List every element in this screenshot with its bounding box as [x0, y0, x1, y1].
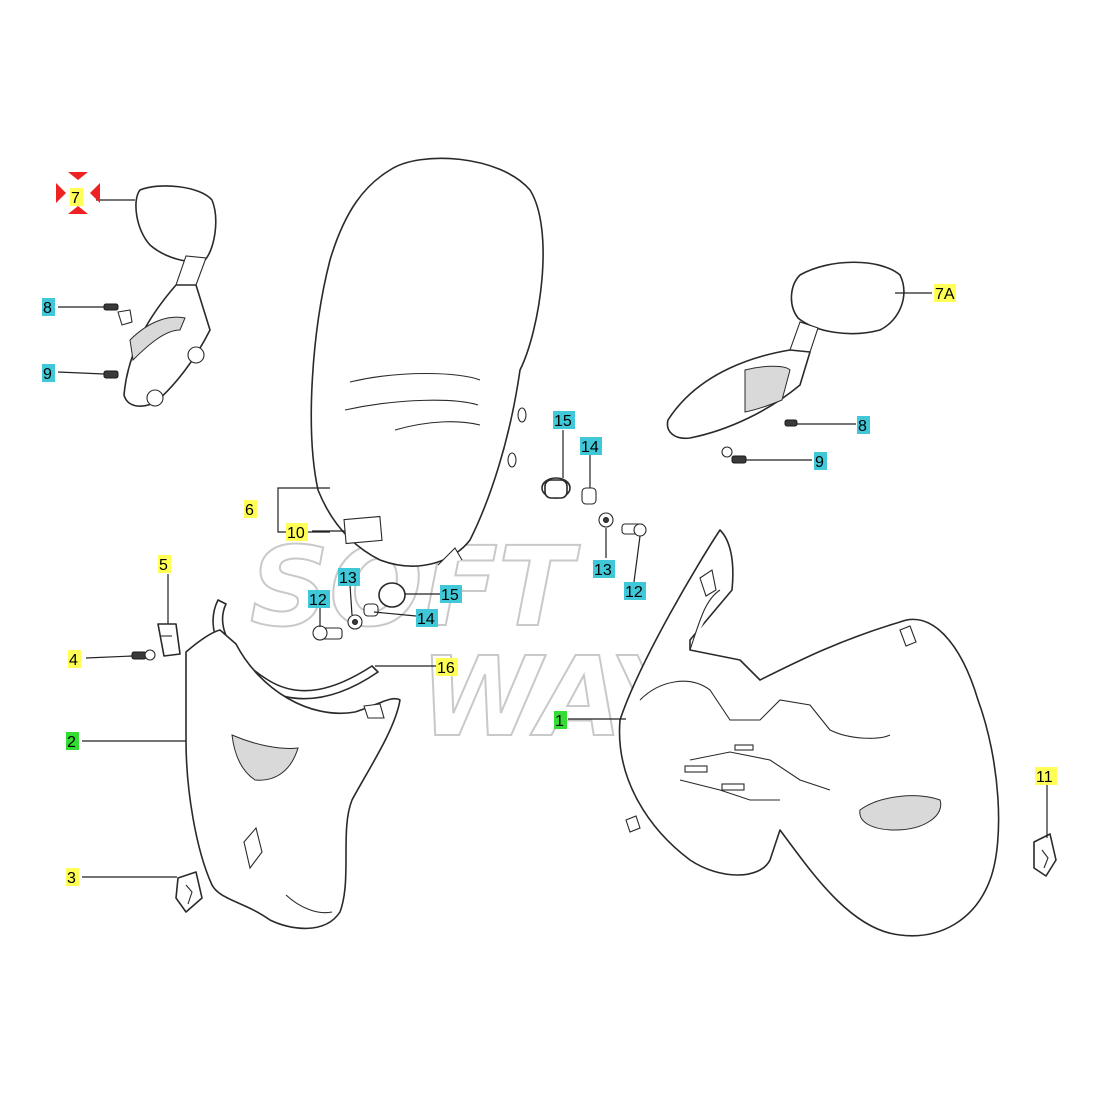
callout-background	[66, 732, 79, 750]
callout-number: 5	[159, 557, 168, 574]
callout-background	[42, 364, 55, 382]
callout-number: 14	[581, 439, 599, 456]
callout-background	[70, 188, 83, 206]
callout-9-right: 9	[814, 452, 827, 471]
callout-background	[1035, 767, 1057, 785]
callout-background	[580, 437, 602, 455]
callout-number: 10	[287, 525, 305, 542]
callout-12-left: 12	[308, 590, 330, 609]
callout-background	[440, 585, 462, 603]
callout-15-mid: 15	[440, 585, 462, 604]
emblem-3	[175, 871, 203, 913]
callout-background	[857, 416, 870, 434]
callout-number: 16	[437, 660, 455, 677]
callout-background	[554, 711, 567, 729]
callout-1: 1	[554, 711, 567, 730]
callout-background	[338, 568, 360, 586]
callout-8-right: 8	[857, 416, 870, 435]
callout-15-top: 15	[553, 411, 575, 430]
callout-background	[416, 609, 438, 627]
callout-12-right: 12	[624, 582, 646, 601]
callout-number: 2	[67, 734, 76, 751]
callout-background	[42, 298, 55, 316]
callout-14-top: 14	[580, 437, 602, 456]
callout-10: 10	[286, 523, 308, 542]
marker-arrow-top	[68, 172, 88, 180]
label-sticker	[343, 515, 383, 545]
callout-number: 7A	[935, 286, 955, 303]
callout-background	[68, 650, 81, 668]
front-fairing	[185, 629, 401, 930]
callout-number: 8	[43, 300, 52, 317]
callout-2: 2	[66, 732, 79, 751]
callout-background	[624, 582, 646, 600]
inner-body	[618, 529, 1000, 937]
callout-13-left: 13	[338, 568, 360, 587]
callout-background	[158, 555, 171, 573]
right-mirror-screws	[721, 419, 798, 464]
top-hardware	[541, 477, 647, 537]
callout-background	[436, 658, 458, 676]
callout-number: 9	[43, 366, 52, 383]
left-mirror	[123, 185, 217, 407]
selection-marker	[56, 172, 100, 214]
mid-hardware	[312, 582, 406, 641]
callout-16: 16	[436, 658, 458, 677]
callout-13-right: 13	[593, 560, 615, 579]
callout-background	[308, 590, 330, 608]
callout-number: 1	[555, 713, 564, 730]
callout-background	[814, 452, 827, 470]
callout-9-left: 9	[42, 364, 55, 383]
callout-background	[244, 500, 257, 518]
callout-11: 11	[1035, 767, 1057, 786]
callout-7a: 7A	[934, 284, 956, 303]
bracket-5	[131, 623, 181, 661]
callout-number: 9	[815, 454, 824, 471]
marker-arrow-bottom	[68, 206, 88, 214]
callout-number: 11	[1036, 769, 1053, 786]
callout-7: 7	[70, 188, 83, 207]
marker-arrow-left	[56, 183, 66, 203]
callout-4: 4	[68, 650, 81, 669]
callout-number: 8	[858, 418, 867, 435]
left-mirror-screws	[103, 303, 133, 379]
emblem-11	[1033, 833, 1057, 877]
callout-6: 6	[244, 500, 257, 519]
callout-number: 15	[554, 413, 572, 430]
callout-number: 14	[417, 611, 435, 628]
callout-14-mid: 14	[416, 609, 438, 628]
callout-3: 3	[66, 868, 79, 887]
callout-number: 7	[71, 190, 80, 207]
callout-number: 4	[69, 652, 78, 669]
callout-background	[66, 868, 79, 886]
windshield	[310, 157, 544, 567]
callout-number: 12	[625, 584, 643, 601]
callout-background	[286, 523, 308, 541]
callout-number: 13	[339, 570, 357, 587]
callout-5: 5	[158, 555, 171, 574]
callout-background	[593, 560, 615, 578]
leader-lines	[57, 199, 1048, 878]
callout-8-left: 8	[42, 298, 55, 317]
callout-number: 6	[245, 502, 254, 519]
callout-number: 3	[67, 870, 76, 887]
callout-background	[553, 411, 575, 429]
callout-background	[934, 284, 956, 302]
callout-number: 15	[441, 587, 459, 604]
marker-arrow-right	[90, 183, 100, 203]
callout-number: 13	[594, 562, 612, 579]
right-mirror	[666, 261, 905, 440]
callout-number: 12	[309, 592, 327, 609]
